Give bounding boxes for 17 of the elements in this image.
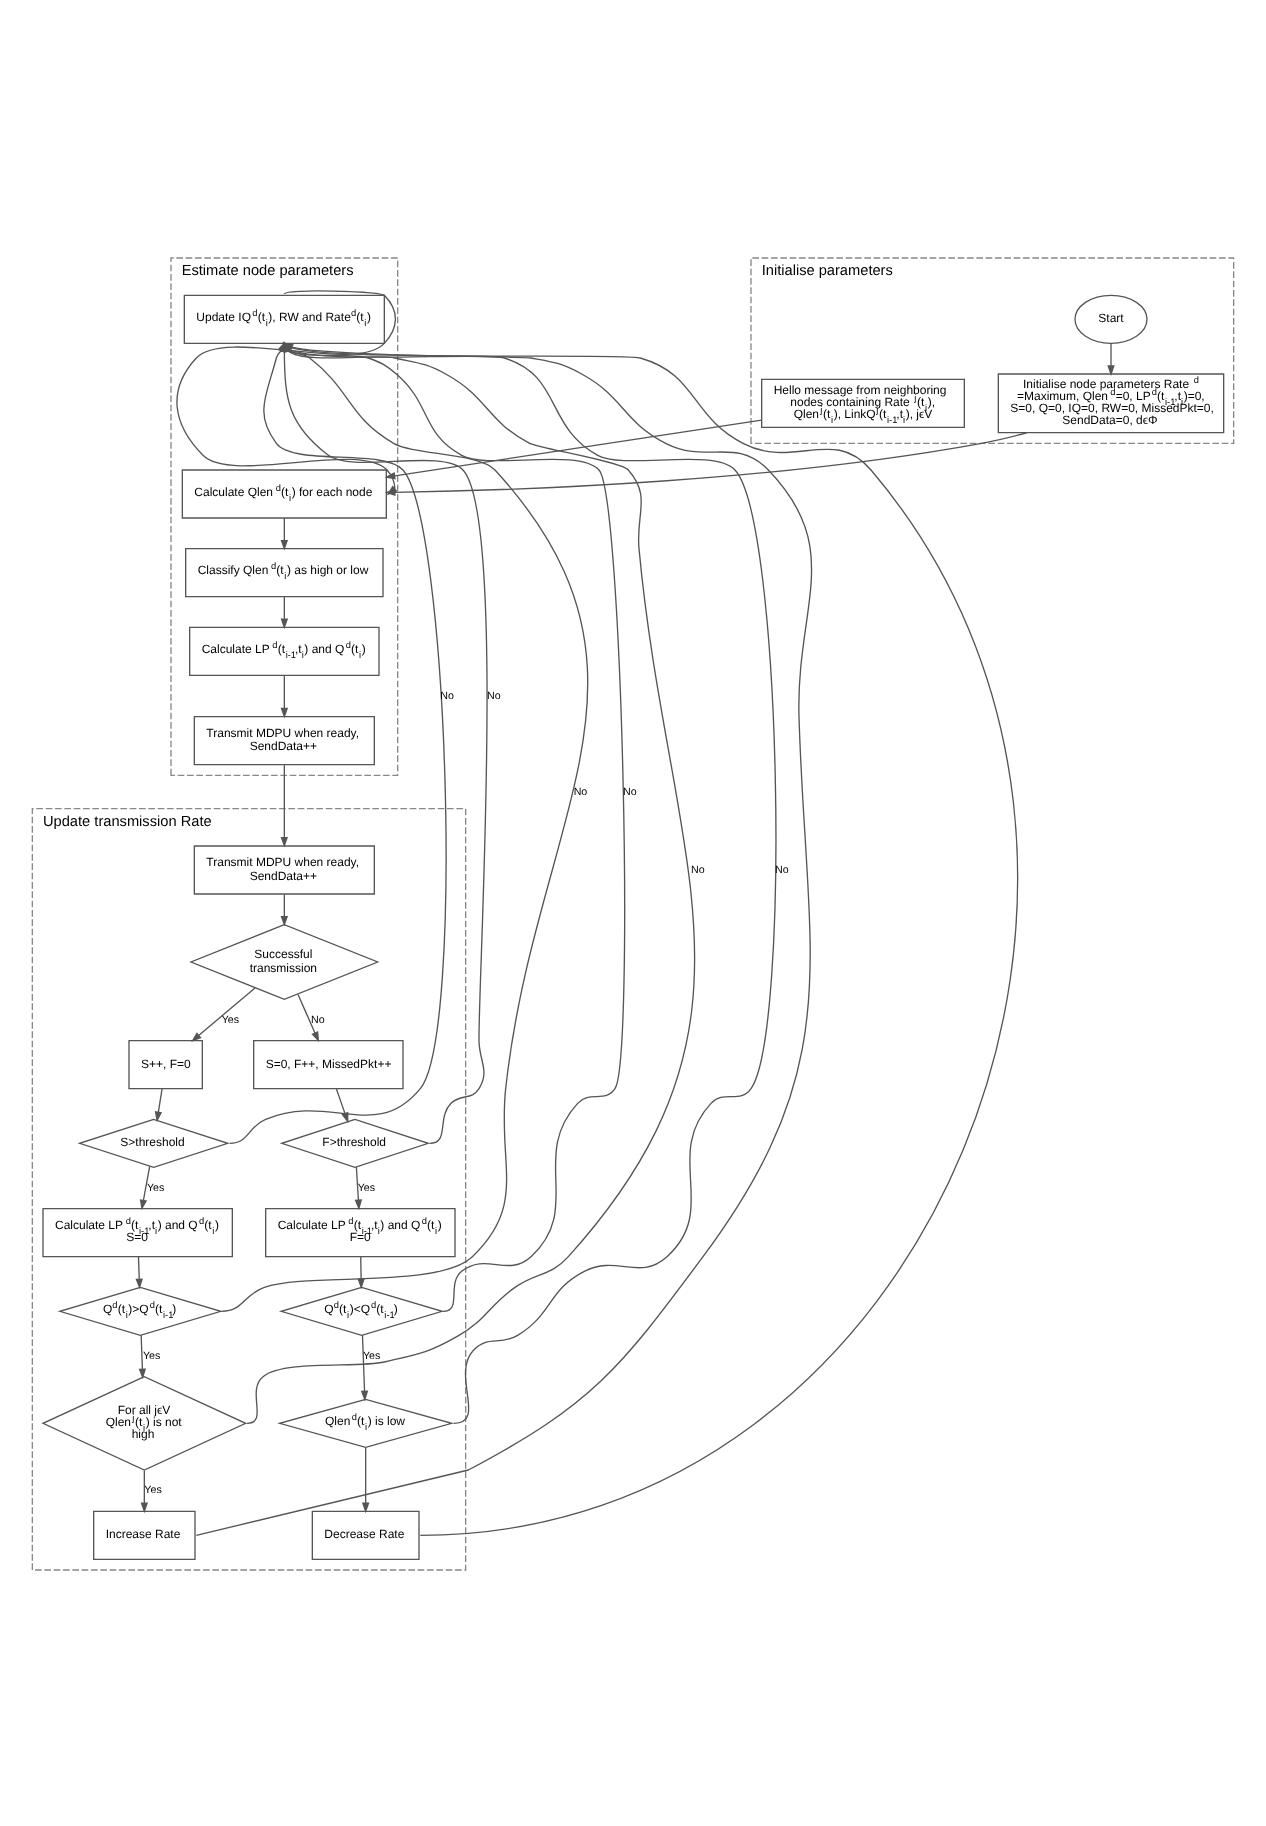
arrow [297,992,320,1042]
arrow [1107,342,1115,375]
arrow [361,1446,370,1513]
arrow [138,1333,147,1379]
arrow [280,763,289,847]
arrow [360,1333,369,1401]
arrow [357,1255,365,1289]
arrow [280,595,289,629]
arrow [140,1468,149,1513]
arrow [280,892,289,926]
arrow [354,1165,363,1210]
arrow [280,516,289,550]
arrow [154,1087,163,1122]
arrow [135,1255,143,1289]
arrow [139,1164,151,1210]
arrow [191,986,256,1041]
arrow [280,673,289,718]
